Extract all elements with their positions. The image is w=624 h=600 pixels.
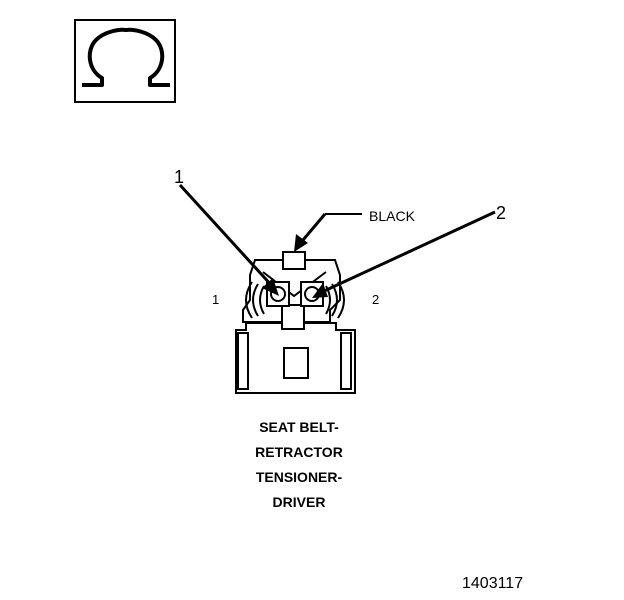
connector-name-line-1: SEAT BELT- bbox=[259, 419, 339, 435]
pin-label-2: 2 bbox=[372, 292, 379, 307]
callout-number-2: 2 bbox=[496, 203, 506, 223]
pin-label-1: 1 bbox=[212, 292, 219, 307]
connector-name-line-4: DRIVER bbox=[273, 494, 326, 510]
ohm-symbol-icon bbox=[74, 19, 176, 103]
callout-leader-1 bbox=[178, 183, 279, 296]
callout-number-1: 1 bbox=[174, 167, 184, 187]
figure-id: 1403117 bbox=[462, 575, 523, 592]
callout-leader-2 bbox=[312, 210, 496, 298]
wire-color-leader bbox=[294, 213, 362, 252]
connector-body bbox=[235, 251, 356, 394]
wire-color-label: BLACK bbox=[369, 208, 416, 224]
connector-name-line-2: RETRACTOR bbox=[255, 444, 343, 460]
connector-name-line-3: TENSIONER- bbox=[256, 469, 343, 485]
